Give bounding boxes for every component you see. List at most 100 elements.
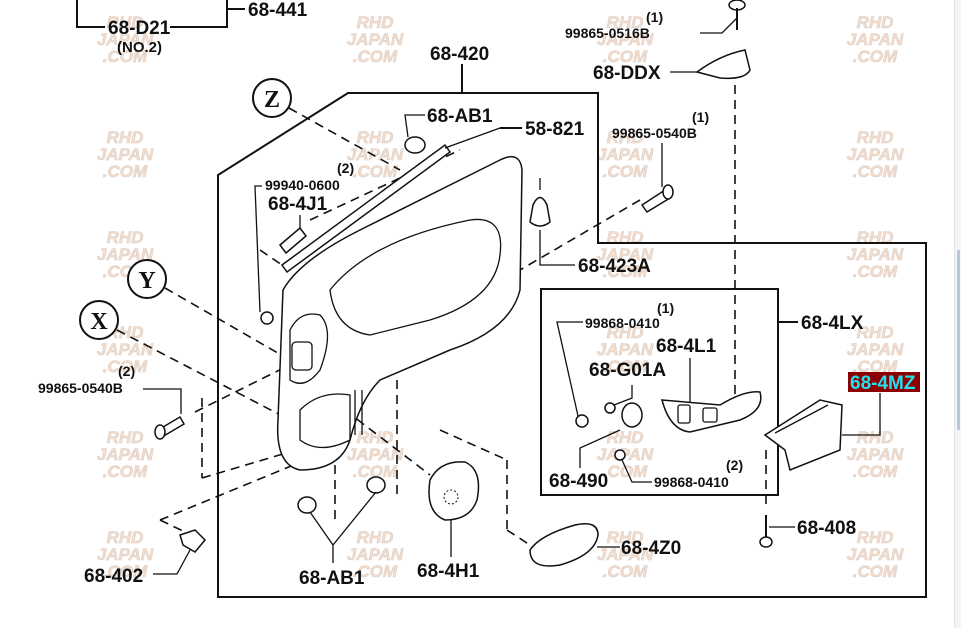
- subassembly-68-4lx-outline: [540, 288, 779, 496]
- main-assembly-outline: [217, 92, 927, 598]
- watermark-text: .COM: [103, 562, 148, 581]
- label-68-441: 68-441: [248, 0, 308, 21]
- watermark-text: .COM: [103, 47, 148, 66]
- watermark-text: JAPAN: [597, 245, 654, 264]
- part-68-402: [179, 529, 207, 553]
- label-99865-0516b: 99865-0516B: [565, 25, 650, 41]
- part-68-4mz: [763, 399, 843, 472]
- watermark-text: JAPAN: [847, 245, 904, 264]
- watermark-text: .COM: [603, 357, 648, 376]
- watermark-text: .COM: [103, 462, 148, 481]
- watermark-text: RHD: [107, 528, 144, 547]
- part-68-4j1: [278, 226, 308, 255]
- weatherstrip-58-821: [280, 127, 522, 274]
- watermark-text: .COM: [853, 357, 898, 376]
- leader-68-490: [579, 429, 621, 468]
- watermark-text: JAPAN: [97, 245, 154, 264]
- part-68-423a: [529, 196, 551, 227]
- watermark-text: .COM: [853, 162, 898, 181]
- watermark-text: JAPAN: [847, 545, 904, 564]
- watermark-text: .COM: [603, 162, 648, 181]
- watermark-text: JAPAN: [347, 30, 404, 49]
- watermark-text: RHD: [107, 13, 144, 32]
- label-99868-0410-top: 99868-0410: [585, 315, 660, 331]
- watermark-text: JAPAN: [347, 445, 404, 464]
- watermark-text: .COM: [853, 262, 898, 281]
- label-68-4l1: 68-4L1: [656, 336, 717, 357]
- watermark-text: RHD: [357, 528, 394, 547]
- leader-99865-0540b-left: [143, 388, 182, 414]
- leader-68-ab1-top: [404, 114, 425, 138]
- label-99865-0540b-left-qty: (2): [118, 363, 135, 379]
- leader-99865-0516b: [700, 17, 738, 34]
- callout-z: Z: [252, 78, 292, 118]
- watermark-text: RHD: [107, 428, 144, 447]
- part-68-ddx: [695, 49, 751, 80]
- screw-99865-0540b-left: [154, 415, 186, 440]
- watermark-text: JAPAN: [97, 145, 154, 164]
- label-68-ab1-bottom: 68-AB1: [299, 568, 365, 589]
- labels: 68-D21 (NO.2) 68-441 68-420 68-AB1 58-82…: [38, 0, 920, 589]
- leader-99868-0410-top: [556, 321, 583, 417]
- label-68-490: 68-490: [549, 471, 608, 492]
- label-58-821: 58-821: [525, 119, 585, 140]
- label-68-4mz: 68-4MZ: [850, 373, 916, 394]
- label-68-ddx: 68-DDX: [593, 63, 661, 84]
- door-trim-panel: [276, 155, 523, 471]
- watermark-text: .COM: [353, 462, 398, 481]
- vertical-scrollbar[interactable]: [954, 0, 961, 628]
- watermark-text: RHD: [857, 323, 894, 342]
- leader-68-423a: [539, 178, 575, 266]
- watermark-text: .COM: [603, 562, 648, 581]
- label-99865-0516b-qty: (1): [646, 9, 663, 25]
- watermark-text: .COM: [603, 462, 648, 481]
- label-68-402: 68-402: [84, 566, 143, 587]
- watermark-text: RHD: [857, 528, 894, 547]
- watermark-text: .COM: [603, 262, 648, 281]
- leader-68-4mz: [842, 393, 881, 436]
- watermark-text: RHD: [357, 428, 394, 447]
- watermark-text: .COM: [603, 47, 648, 66]
- label-99865-0540b-left: 99865-0540B: [38, 380, 123, 396]
- label-68-4h1: 68-4H1: [417, 561, 480, 582]
- label-68-4j1: 68-4J1: [268, 194, 328, 215]
- screw-99868-0410-bottom: [614, 449, 626, 461]
- clip-99940-0600: [260, 311, 274, 325]
- switch-68-490: [621, 402, 643, 428]
- label-68-408: 68-408: [797, 518, 856, 539]
- label-99868-0410-bottom-qty: (2): [726, 457, 743, 473]
- leader-68-402: [153, 549, 191, 575]
- label-68-420: 68-420: [430, 44, 489, 65]
- screw-99865-0540b-top: [640, 184, 674, 214]
- watermark-text: RHD: [607, 13, 644, 32]
- watermark-text: JAPAN: [847, 340, 904, 359]
- scrollbar-thumb[interactable]: [957, 250, 960, 430]
- watermark-text: RHD: [357, 128, 394, 147]
- label-68-423a: 68-423A: [578, 256, 651, 277]
- screw-99865-0516b: [728, 0, 746, 30]
- watermark-text: RHD: [107, 128, 144, 147]
- watermark-text: .COM: [853, 462, 898, 481]
- watermark-text: JAPAN: [97, 340, 154, 359]
- label-68-4lx: 68-4LX: [801, 313, 864, 334]
- part-68-4z0: [529, 523, 599, 567]
- leader-99868-0410-bottom: [621, 459, 652, 483]
- fastener-68-ab1-top: [404, 136, 426, 154]
- label-68-d21: 68-D21: [108, 18, 171, 39]
- svg-text:Z: Z: [264, 87, 280, 113]
- fastener-68-ab1-bottom-left: [297, 496, 317, 514]
- label-68-4mz-highlight: 68-4MZ: [848, 372, 920, 394]
- label-99940-0600: 99940-0600: [265, 177, 340, 193]
